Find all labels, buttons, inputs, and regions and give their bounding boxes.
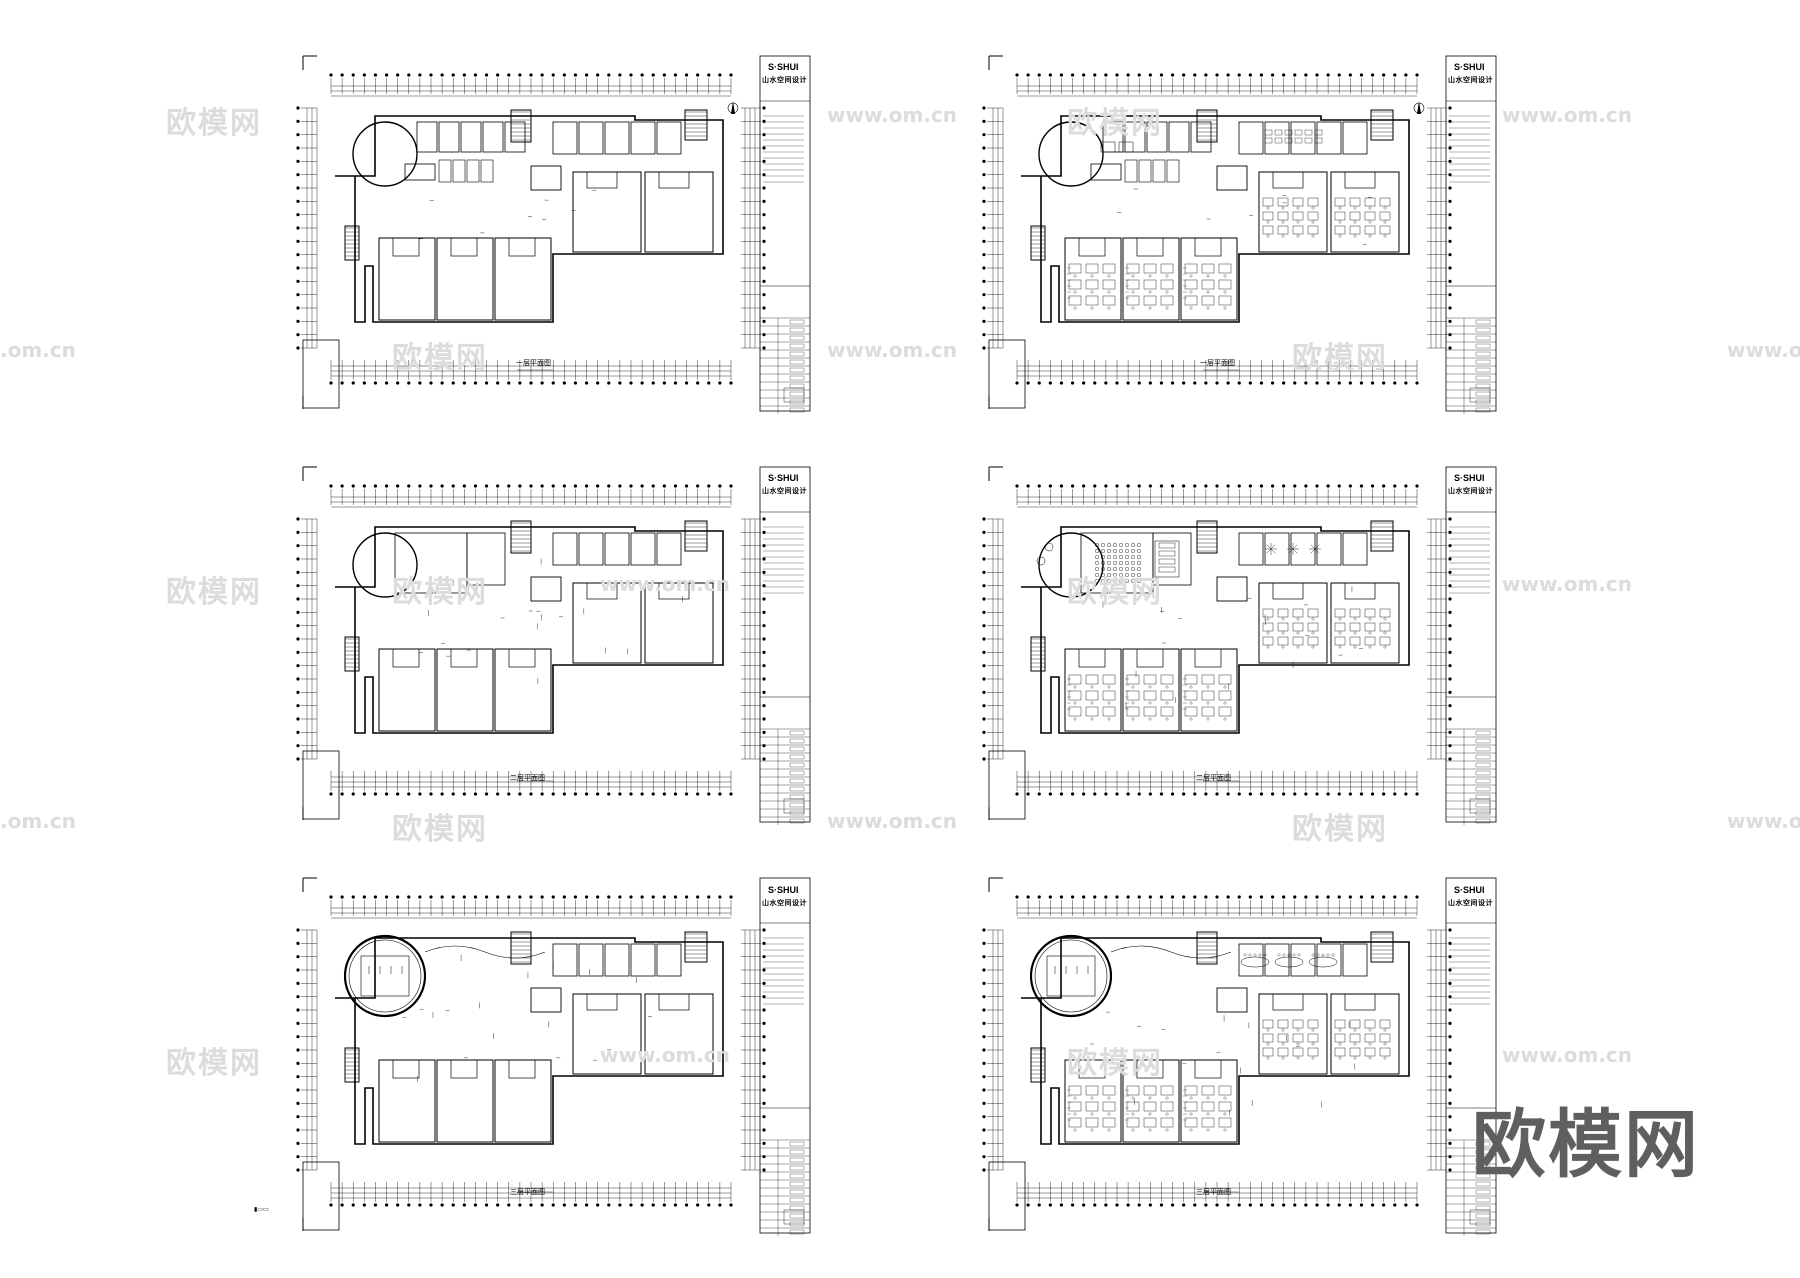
brand-sub-sheet-6: 山水空间设计 [1448, 900, 1493, 907]
plan-title-sheet-4: 二层平面图 [1196, 775, 1231, 782]
plan-title-sheet-2: 一层平面图 [1200, 360, 1235, 367]
brand-sub-sheet-3: 山水空间设计 [762, 488, 807, 495]
brand-logo-sheet-4: S·SHUI [1454, 473, 1485, 483]
brand-sub-sheet-1: 山水空间设计 [762, 77, 807, 84]
brand-logo-sheet-2: S·SHUI [1454, 62, 1485, 72]
plan-title-sheet-6: 三层平面图 [1196, 1189, 1231, 1196]
drawing-sheet-6 [982, 877, 1497, 1236]
plan-title-sheet-1: 一层平面图 [516, 360, 551, 367]
watermark-logo-large: 欧模网 [1472, 1102, 1700, 1188]
brand-sub-sheet-2: 山水空间设计 [1448, 77, 1493, 84]
drawing-sheet-2 [982, 55, 1497, 414]
drawing-sheet-3 [296, 466, 811, 825]
drawing-sheet-4 [982, 466, 1497, 825]
plan-title-sheet-3: 二层平面图 [510, 775, 545, 782]
drawing-sheet-1 [296, 55, 811, 414]
brand-logo-sheet-5: S·SHUI [768, 885, 799, 895]
plan-title-sheet-5: 三层平面图 [510, 1189, 545, 1196]
brand-sub-sheet-4: 山水空间设计 [1448, 488, 1493, 495]
drawing-sheet-5 [296, 877, 811, 1236]
corner-mark: ▮▭▭ [254, 1206, 269, 1213]
brand-logo-sheet-1: S·SHUI [768, 62, 799, 72]
brand-logo-sheet-6: S·SHUI [1454, 885, 1485, 895]
brand-logo-sheet-3: S·SHUI [768, 473, 799, 483]
brand-sub-sheet-5: 山水空间设计 [762, 900, 807, 907]
